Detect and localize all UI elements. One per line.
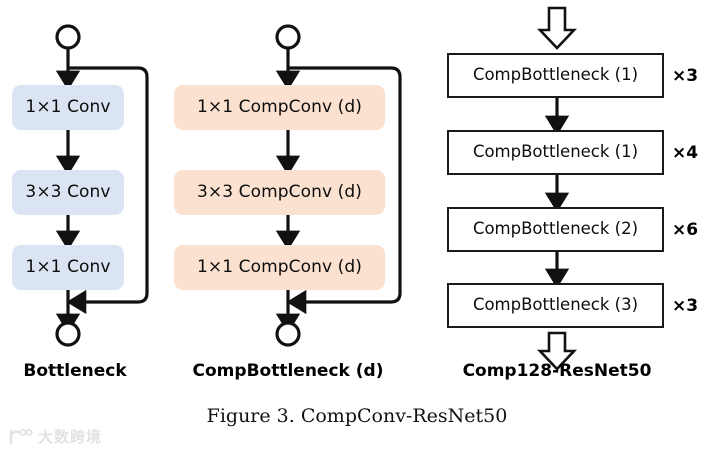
block-arrow-down-icon-top (536, 6, 578, 50)
bottleneck-input-node (55, 24, 81, 50)
comp-bottleneck-block-2[interactable]: 3×3 CompConv (d) (174, 170, 385, 215)
stage-repeat-4: ×3 (672, 296, 699, 316)
caption-comp128-resnet50: Comp128-ResNet50 (462, 361, 652, 381)
comp-bottleneck-output-node (275, 321, 301, 347)
comp-bottleneck-input-node (275, 24, 301, 50)
stage-repeat-2: ×4 (672, 143, 699, 163)
caption-comp-bottleneck: CompBottleneck (d) (192, 361, 384, 381)
stage-box-1[interactable]: CompBottleneck (1) (447, 53, 664, 98)
bottleneck-block-3[interactable]: 1×1 Conv (12, 245, 124, 290)
caption-bottleneck: Bottleneck (23, 361, 127, 381)
watermark: 大数跨境 (8, 424, 120, 450)
stage-repeat-1: ×3 (672, 66, 699, 86)
watermark-logo-icon (9, 429, 33, 444)
bottleneck-block-2[interactable]: 3×3 Conv (12, 170, 124, 215)
watermark-text: 大数跨境 (38, 427, 103, 446)
stage-box-3[interactable]: CompBottleneck (2) (447, 207, 664, 252)
bottleneck-output-node (55, 321, 81, 347)
stage-repeat-3: ×6 (672, 220, 699, 240)
bottleneck-block-1[interactable]: 1×1 Conv (12, 85, 124, 130)
stage-box-4[interactable]: CompBottleneck (3) (447, 283, 664, 328)
stage-box-2[interactable]: CompBottleneck (1) (447, 130, 664, 175)
comp-bottleneck-block-1[interactable]: 1×1 CompConv (d) (174, 85, 385, 130)
comp-bottleneck-block-3[interactable]: 1×1 CompConv (d) (174, 245, 385, 290)
figure-caption: Figure 3. CompConv-ResNet50 (206, 405, 508, 427)
